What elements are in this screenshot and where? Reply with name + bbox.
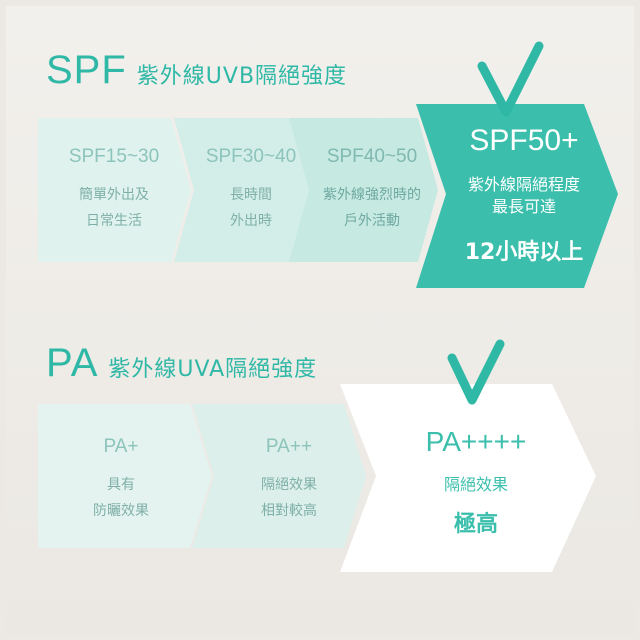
pa-highlight-level: PA++++ — [425, 426, 527, 457]
pa-step-1-desc: 具有 防曬效果 — [93, 477, 149, 519]
spf-highlight-emphasis: 12小時以上 — [464, 240, 584, 265]
spf-check-icon — [477, 41, 544, 117]
spf-step-1-shape — [38, 118, 191, 262]
spf-heading: SPF 紫外線UVB隔絕強度 — [46, 48, 347, 93]
spf-chevron-row — [38, 41, 618, 288]
pa-highlight-shape — [340, 384, 596, 572]
pa-heading-main: PA — [46, 341, 99, 385]
spf-step-1-desc: 簡單外出及 日常生活 — [79, 187, 149, 229]
pa-chevron-row — [38, 339, 596, 572]
pa-step-2-desc: 隔絕效果 相對較高 — [261, 477, 317, 519]
spf-highlight-shape — [416, 104, 618, 288]
spf-step-2-shape — [174, 118, 324, 262]
pa-step-2-level: PA++ — [265, 436, 313, 457]
spf-step-2-level: SPF30~40 — [205, 146, 297, 167]
infographic-frame: SPF 紫外線UVB隔絕強度 SPF15~30 簡單外出及 日常生活 SPF30… — [6, 6, 634, 634]
pa-step-1-shape — [38, 404, 212, 548]
spf-step-3-level: SPF40~50 — [326, 146, 418, 167]
spf-step-3-desc: 紫外線強烈時的 戶外活動 — [323, 187, 421, 229]
pa-step-2-shape — [192, 404, 366, 548]
spf-highlight-level: SPF50+ — [469, 124, 579, 157]
pa-highlight-desc: 隔絕效果 — [443, 475, 508, 494]
pa-heading-sub: 紫外線UVA隔絕強度 — [108, 357, 318, 382]
spf-step-2-desc: 長時間 外出時 — [230, 187, 272, 229]
pa-highlight-emphasis: 極高 — [453, 512, 498, 537]
spf-step-3-shape — [289, 118, 438, 262]
spf-heading-sub: 紫外線UVB隔絕強度 — [136, 64, 348, 89]
pa-step-1-level: PA+ — [103, 436, 139, 457]
pa-check-icon — [447, 339, 505, 405]
spf-heading-main: SPF — [46, 48, 127, 92]
spf-highlight-desc: 紫外線隔絕程度 最長可達 — [467, 175, 580, 216]
pa-heading: PA 紫外線UVA隔絕強度 — [46, 341, 317, 386]
spf-step-1-level: SPF15~30 — [68, 146, 160, 167]
